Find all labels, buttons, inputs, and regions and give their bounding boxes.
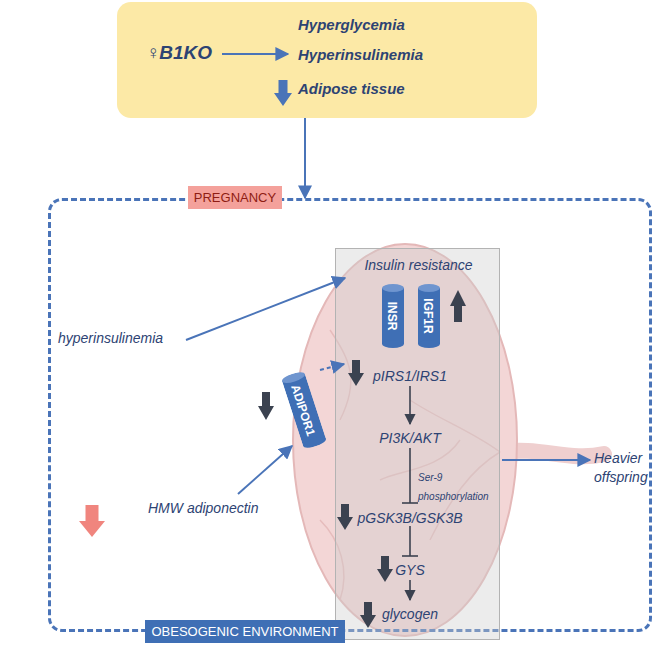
receptor-cylinder: ADIPOR1 xyxy=(281,370,327,450)
cylinder-top xyxy=(418,284,440,292)
pathway-label: pGSK3B/GSK3B xyxy=(357,510,462,526)
connector-arrow xyxy=(304,118,306,198)
region-tag: OBESOGENIC ENVIRONMENT xyxy=(145,620,344,643)
pathway-label: hyperinsulinemia xyxy=(58,330,163,346)
pathway-label: pIRS1/IRS1 xyxy=(373,368,447,384)
pathway-label: PI3K/AKT xyxy=(379,430,440,446)
environment-region: INSRIGF1RInsulin resistanceADIPOR1PREGNA… xyxy=(48,198,652,632)
pathway-label: Heavier offspring xyxy=(594,450,648,485)
pathway-label: glycogen xyxy=(382,606,438,622)
cylinder-top xyxy=(382,284,404,292)
decrease-arrow xyxy=(79,505,105,537)
node-text: Hyperglycemia xyxy=(298,16,405,33)
region-tag: PREGNANCY xyxy=(188,186,282,209)
condition-box: ♀B1KO HyperglycemiaHyperinsulinemiaAdipos… xyxy=(117,2,537,118)
cylinder-base xyxy=(382,340,404,348)
cylinder-body xyxy=(418,288,440,344)
blue-arrows xyxy=(186,54,590,494)
node-text: Hyperinsulinemia xyxy=(298,46,423,63)
pathway-label: Ser-9 phosphorylation xyxy=(418,472,489,502)
pathway-label: GYS xyxy=(395,562,425,578)
receptor-label: IGF1R xyxy=(421,298,435,333)
pathway-label: HMW adiponectin xyxy=(148,500,259,516)
down-arrow xyxy=(274,80,292,106)
cylinder-body xyxy=(282,374,326,446)
node-text: Insulin resistance xyxy=(364,257,472,273)
receptor-cylinder: INSR xyxy=(382,284,404,348)
cylinder-body xyxy=(382,288,404,344)
change-arrows xyxy=(258,290,466,628)
cylinder-top xyxy=(281,370,306,385)
node-text: Adipose tissue xyxy=(298,80,405,97)
node-text: ♀B1KO xyxy=(145,42,212,63)
cylinder-base xyxy=(418,340,440,348)
receptor-cylinder: IGF1R xyxy=(418,284,440,348)
receptor-label: INSR xyxy=(385,302,399,331)
